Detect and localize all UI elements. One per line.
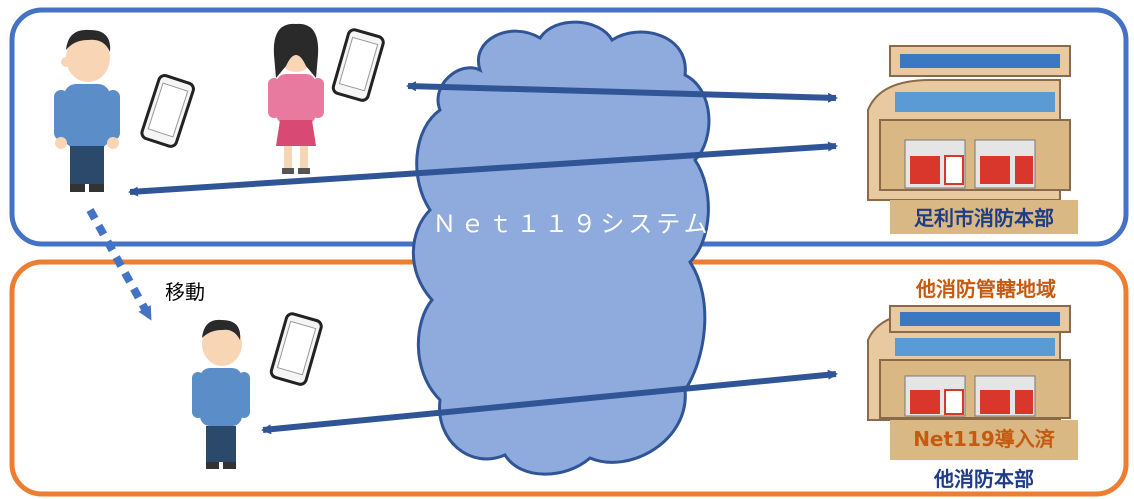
other-fire-station-icon bbox=[867, 305, 1078, 460]
cloud-label: Ｎｅｔ１１９システム bbox=[432, 210, 711, 238]
move-arrow bbox=[86, 208, 154, 321]
man-person-icon bbox=[54, 29, 120, 192]
moved-man-person-icon bbox=[192, 319, 250, 469]
smartphone-icon bbox=[140, 74, 195, 148]
ashikaga-fire-station-icon bbox=[867, 45, 1078, 234]
other-station-label: 他消防本部 bbox=[933, 467, 1034, 491]
other-station-badge: Net119導入済 bbox=[913, 427, 1056, 451]
arrow-woman-to-station bbox=[406, 81, 838, 103]
other-region-label: 他消防管轄地域 bbox=[915, 277, 1056, 301]
arrow-man-to-station bbox=[128, 141, 838, 197]
move-label: 移動 bbox=[165, 280, 205, 304]
arrow-moved-man-to-other-station bbox=[261, 369, 838, 435]
ashikaga-station-label: 足利市消防本部 bbox=[914, 206, 1054, 230]
smartphone-icon bbox=[269, 312, 323, 386]
woman-person-icon bbox=[268, 23, 324, 174]
smartphone-icon bbox=[331, 28, 385, 102]
net119-cloud bbox=[411, 20, 711, 476]
